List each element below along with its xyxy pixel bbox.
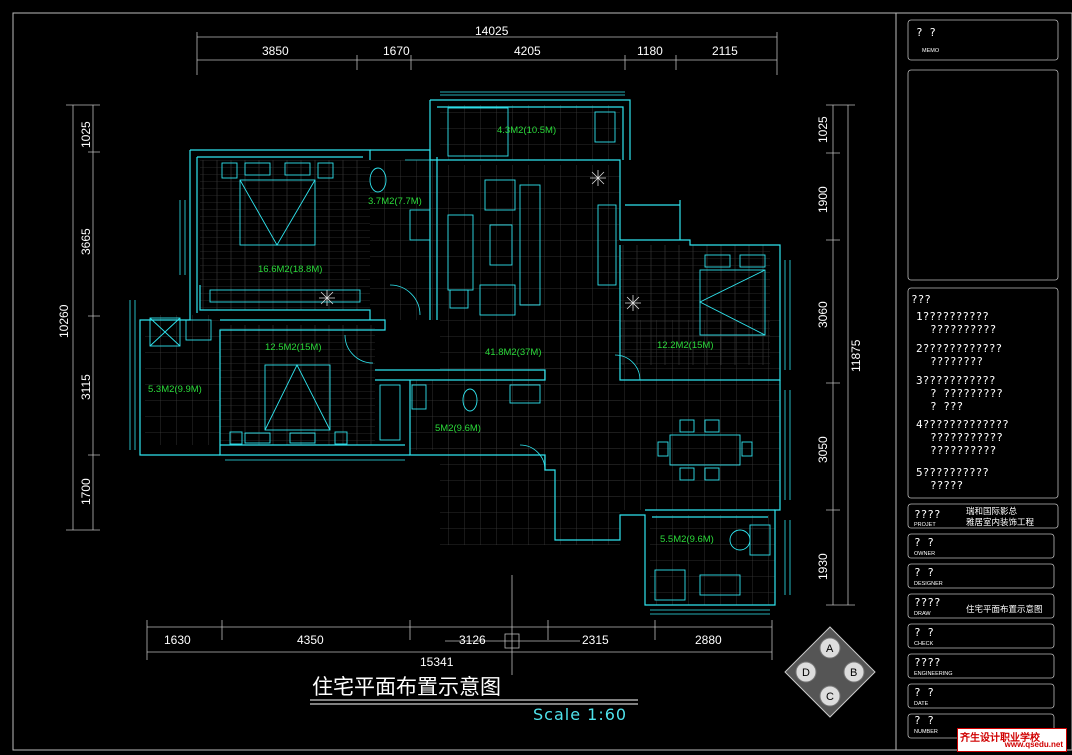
room-area-bedroom-3: 12.2M2(15M) <box>657 340 714 351</box>
top-dimension: 1180 <box>637 44 663 58</box>
note-line: ? ????????? <box>930 387 1003 400</box>
drawing-name: 住宅平面布置示意图 <box>966 604 1043 615</box>
memo-header: ? ? <box>916 26 936 39</box>
bottom-total-dimension: 15341 <box>420 655 454 669</box>
compass-rose: A B C D <box>784 626 876 718</box>
right-dimension: 1025 <box>816 116 830 143</box>
bottom-dimension: 4350 <box>297 633 324 647</box>
watermark-school-name: 齐生设计职业学校 <box>960 733 1040 744</box>
floor-fills <box>145 105 780 605</box>
watermark-url: www.qsedu.net <box>1004 740 1063 749</box>
drawing-title: 住宅平面布置示意图 <box>312 675 501 699</box>
right-total-dimension: 11875 <box>849 339 863 372</box>
row-marker-number: ? ? <box>914 714 934 727</box>
right-dimension: 1900 <box>816 186 830 213</box>
walls <box>139 99 781 606</box>
left-dimension: 1700 <box>79 478 93 505</box>
top-dimension: 3850 <box>262 44 289 58</box>
doors <box>344 159 641 471</box>
row-label-check: CHECK <box>914 641 934 647</box>
note-line: ??????????? <box>930 431 1003 444</box>
top-dimension: 4205 <box>514 44 541 58</box>
row-label-owner: OWNER <box>914 551 935 557</box>
furniture <box>149 107 771 601</box>
memo-label: MEMO <box>922 48 940 54</box>
note-line: ????? <box>930 479 963 492</box>
compass-label: D <box>802 667 810 679</box>
drawing-scale: Scale 1:60 <box>533 705 627 724</box>
note-line: ? ??? <box>930 400 963 413</box>
dimension-lines <box>66 32 855 675</box>
note-line: ???????? <box>930 355 983 368</box>
inner-frame <box>12 12 897 751</box>
title-block <box>907 19 1059 739</box>
row-label-designer: DESIGNER <box>914 581 943 587</box>
compass-label: B <box>850 667 857 679</box>
room-area-labels: 4.3M2(10.5M) 3.7M2(7.7M) 16.6M2(18.8M) 1… <box>148 125 714 545</box>
room-area-bath-1: 3.7M2(7.7M) <box>368 196 422 207</box>
row-label-date: DATE <box>914 701 929 707</box>
top-total-dimension: 14025 <box>475 24 509 38</box>
bottom-dimension: 2880 <box>695 633 722 647</box>
note-line: 4????????????? <box>916 418 1009 431</box>
row-label-number: NUMBER <box>914 729 938 735</box>
bottom-dimension: 3126 <box>459 633 486 647</box>
school-watermark: 齐生设计职业学校 www.qsedu.net <box>957 728 1067 752</box>
top-dimension: 1670 <box>383 44 410 58</box>
right-dimension: 1930 <box>816 553 830 580</box>
left-total-dimension: 10260 <box>57 304 71 338</box>
project-name: 瑞和国际影总 <box>966 506 1018 517</box>
project-subtitle: 雅居室内装饰工程 <box>966 517 1035 528</box>
title-block-rows: ???? PROJET 瑞和国际影总 雅居室内装饰工程 ? ? OWNER ? … <box>914 506 1043 735</box>
row-marker-designer: ? ? <box>914 566 934 579</box>
row-label-project: PROJET <box>914 522 936 528</box>
note-line: 5?????????? <box>916 466 989 479</box>
row-label-draw: DRAW <box>914 611 931 617</box>
note-line: 2???????????? <box>916 342 1002 355</box>
room-area-master-bedroom: 16.6M2(18.8M) <box>258 264 322 275</box>
row-marker-engineering: ???? <box>914 656 941 669</box>
bottom-dimension: 1630 <box>164 633 191 647</box>
room-area-bath-2: 5M2(9.6M) <box>435 423 481 434</box>
bottom-dimension: 2315 <box>582 633 609 647</box>
dimension-labels: 14025 3850 1670 4205 1180 2115 15341 163… <box>57 24 863 669</box>
notes-header: ??? <box>911 293 931 306</box>
room-area-living: 41.8M2(37M) <box>485 347 542 358</box>
windows <box>129 91 791 615</box>
notes-list: 1?????????? ?????????? 2???????????? ???… <box>916 310 1009 492</box>
note-line: ?????????? <box>930 323 996 336</box>
room-area-bedroom-2: 12.5M2(15M) <box>265 342 322 353</box>
left-dimension: 1025 <box>79 121 93 148</box>
left-dimension: 3665 <box>79 228 93 255</box>
note-line: 3??????????? <box>916 374 995 387</box>
note-line: ?????????? <box>930 444 996 457</box>
room-area-balcony: 4.3M2(10.5M) <box>497 125 556 136</box>
room-area-side-room: 5.3M2(9.9M) <box>148 384 202 395</box>
row-marker-check: ? ? <box>914 626 934 639</box>
right-dimension: 3060 <box>816 301 830 328</box>
right-dimension: 3050 <box>816 436 830 463</box>
row-marker-owner: ? ? <box>914 536 934 549</box>
compass-label: C <box>826 691 834 703</box>
top-dimension: 2115 <box>712 44 738 58</box>
compass-label: A <box>826 643 834 655</box>
plant-icons <box>319 170 641 311</box>
row-label-engineering: ENGINEERING <box>914 671 953 677</box>
row-marker-date: ? ? <box>914 686 934 699</box>
row-marker-project: ???? <box>914 508 941 521</box>
title-underline <box>310 699 638 705</box>
row-marker-draw: ???? <box>914 596 941 609</box>
room-area-kitchen: 5.5M2(9.6M) <box>660 534 714 545</box>
left-dimension: 3115 <box>79 374 93 400</box>
note-line: 1?????????? <box>916 310 989 323</box>
